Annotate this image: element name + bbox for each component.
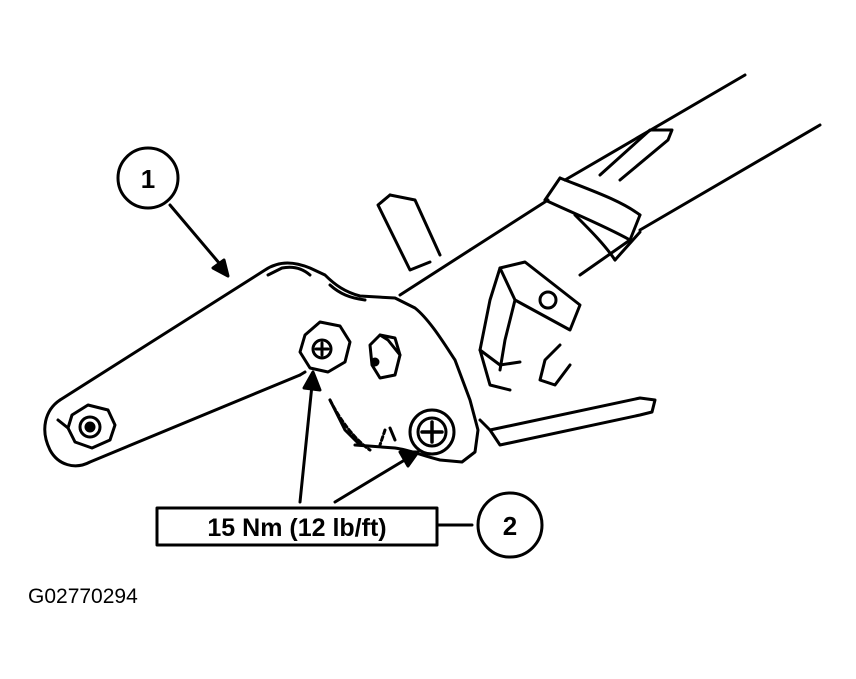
- leader-torque-spec: [298, 370, 474, 527]
- arm-end-nut: [56, 403, 117, 450]
- hidden-lines: [328, 398, 387, 452]
- upper-lever: [376, 193, 442, 272]
- bolt-upper: [298, 320, 352, 374]
- leader-callout-1: [168, 203, 230, 278]
- callout-1-circle: [116, 146, 180, 210]
- lock-mechanism: [478, 260, 582, 392]
- bolt-lower: [408, 408, 456, 456]
- callout-1-label: 1: [141, 164, 155, 194]
- callout-2-circle: [476, 491, 544, 559]
- figure-id: G02770294: [28, 585, 138, 608]
- bracket-arm: [43, 261, 480, 468]
- torque-spec-label: 15 Nm (12 lb/ft): [207, 514, 386, 542]
- torque-spec-box: [155, 506, 439, 547]
- steering-column-shaft: [398, 73, 822, 297]
- callout-2-label: 2: [503, 511, 517, 541]
- release-lever: [478, 396, 657, 447]
